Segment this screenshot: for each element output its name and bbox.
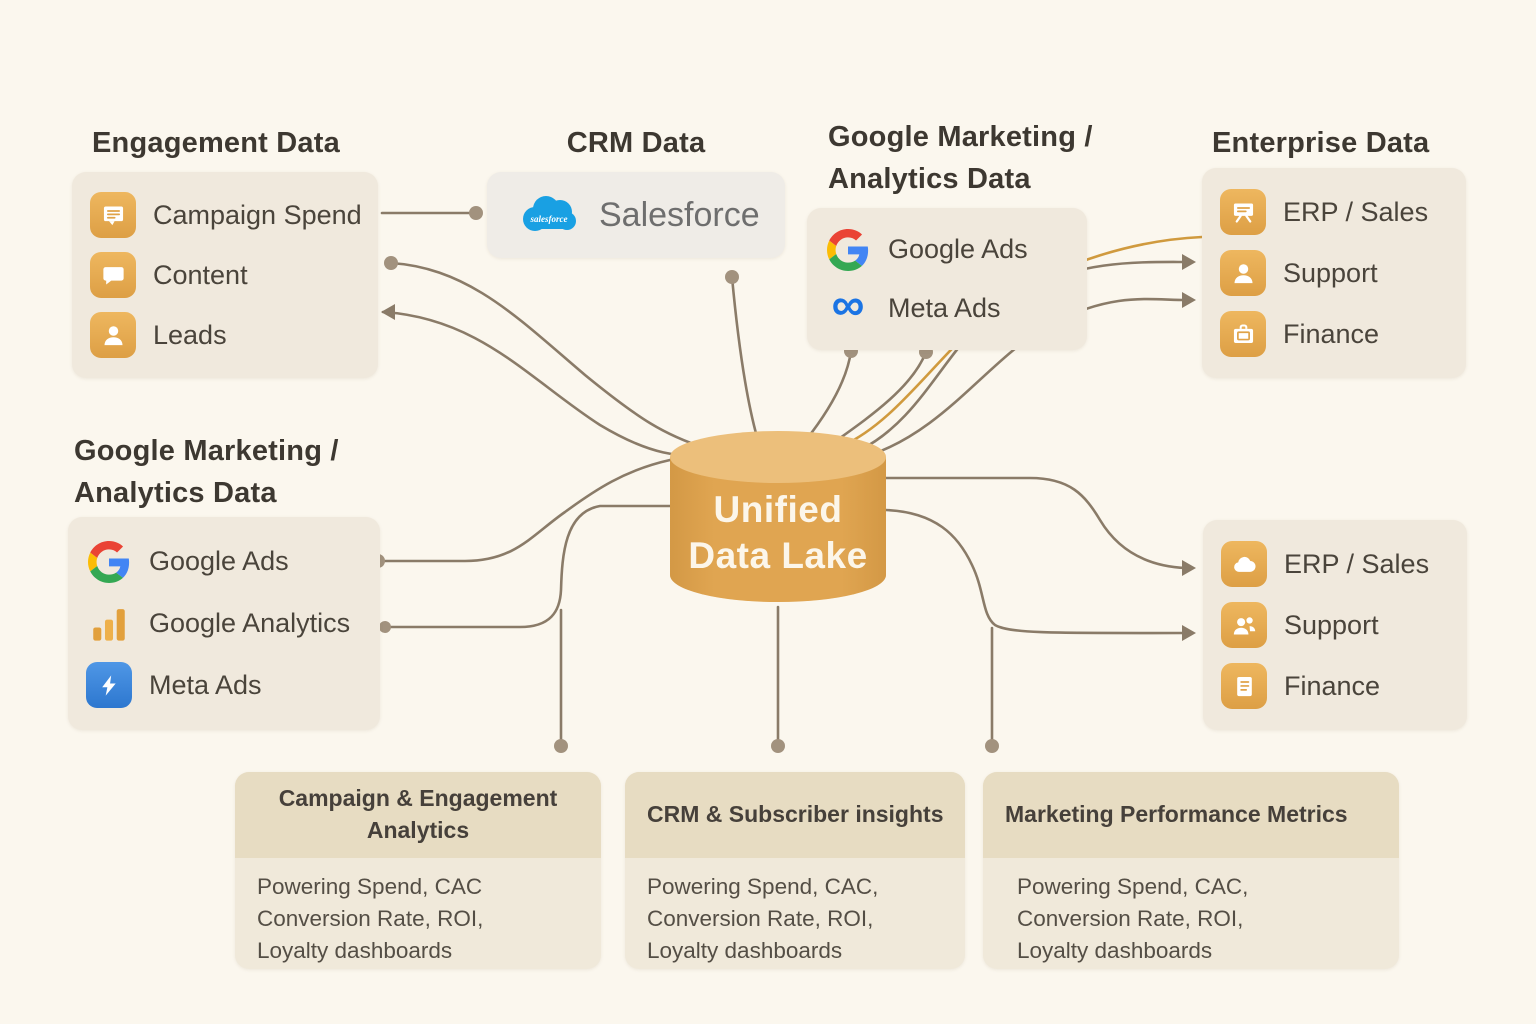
enterprise-row-finance: Finance	[1220, 311, 1456, 357]
enterprise-right-item-label: Support	[1284, 609, 1379, 640]
data-lake-cylinder	[670, 431, 886, 602]
campaign-spend-icon	[90, 192, 136, 238]
engagement-title: Engagement Data	[92, 127, 340, 159]
briefcase-icon	[1220, 311, 1266, 357]
svg-text:salesforce: salesforce	[530, 214, 568, 224]
person-icon	[1220, 250, 1266, 296]
crm-panel: salesforce Salesforce	[487, 172, 785, 258]
google-left-row-meta-ads: Meta Ads	[86, 662, 370, 709]
enterprise-row-erp-sales: ERP / Sales	[1220, 189, 1456, 235]
engagement-panel: Campaign Spend Content Leads	[72, 172, 378, 378]
output-line: Powering Spend, CAC,	[1017, 874, 1249, 899]
cloud-icon	[1221, 541, 1267, 587]
google-marketing-left-title-line1: Google Marketing /	[74, 435, 339, 467]
meta-bolt-icon	[86, 662, 132, 709]
crm-title: CRM Data	[566, 127, 706, 159]
connector-arrowheads	[381, 254, 1196, 641]
salesforce-cloud-icon: salesforce	[515, 191, 583, 239]
connector-lines	[376, 211, 1188, 742]
enterprise-row-support: Support	[1220, 250, 1456, 296]
google-g-icon	[86, 539, 132, 585]
output-crm-subscriber: CRM & Subscriber insights Powering Spend…	[625, 772, 965, 969]
output-line: Loyalty dashboards	[1017, 937, 1213, 963]
engagement-item-label: Campaign Spend	[153, 199, 362, 230]
enterprise-item-label: Support	[1283, 257, 1378, 288]
meta-infinity-icon: ∞	[831, 278, 865, 331]
analytics-bars-icon	[86, 601, 132, 647]
enterprise-right-row-finance: Finance	[1221, 663, 1457, 709]
salesforce-label: Salesforce	[599, 195, 760, 234]
output-title: CRM & Subscriber insights	[625, 772, 965, 858]
output-campaign-engagement: Campaign & Engagement Analytics Powering…	[235, 772, 601, 969]
google-top-row-meta-ads: ∞ Meta Ads	[825, 278, 1077, 331]
leads-icon	[90, 312, 136, 358]
google-top-item-label: Google Ads	[888, 234, 1028, 265]
output-line: Conversion Rate, ROI,	[1017, 905, 1244, 931]
engagement-row-campaign-spend: Campaign Spend	[90, 192, 368, 238]
data-lake-line1: Unified	[713, 489, 843, 530]
output-line: Conversion Rate, ROI,	[647, 905, 874, 931]
google-left-item-label: Google Ads	[149, 546, 289, 577]
output-line: Powering Spend, CAC	[257, 874, 483, 899]
enterprise-panel: ERP / Sales Support Finance	[1202, 168, 1466, 378]
output-marketing-performance: Marketing Performance Metrics Powering S…	[983, 772, 1399, 969]
enterprise-right-item-label: ERP / Sales	[1284, 548, 1430, 579]
output-title: Campaign & Engagement Analytics	[235, 772, 601, 858]
enterprise-right-item-label: Finance	[1284, 670, 1381, 701]
crm-row-salesforce: salesforce Salesforce	[487, 172, 785, 258]
enterprise-right-row-support: Support	[1221, 602, 1457, 648]
google-marketing-top-title-line1: Google Marketing /	[828, 121, 1093, 153]
engagement-row-leads: Leads	[90, 312, 368, 358]
google-marketing-left-title: Google Marketing / Analytics Data	[74, 430, 339, 514]
google-left-item-label: Meta Ads	[149, 669, 262, 700]
google-g-icon	[825, 227, 871, 273]
engagement-item-label: Leads	[153, 319, 227, 350]
engagement-item-label: Content	[153, 259, 248, 290]
enterprise-right-panel: ERP / Sales Support Finance	[1203, 520, 1467, 730]
google-left-item-label: Google Analytics	[149, 608, 351, 638]
content-icon	[90, 252, 136, 298]
google-marketing-top-title-line2: Analytics Data	[828, 163, 1031, 195]
output-line: Loyalty dashboards	[257, 937, 453, 963]
enterprise-right-row-erp-sales: ERP / Sales	[1221, 541, 1457, 587]
google-top-row-google-ads: Google Ads	[825, 227, 1077, 273]
enterprise-item-label: ERP / Sales	[1283, 196, 1429, 227]
google-left-row-google-ads: Google Ads	[86, 539, 370, 585]
output-line: Loyalty dashboards	[647, 937, 843, 963]
enterprise-item-label: Finance	[1283, 318, 1380, 349]
people-icon	[1221, 602, 1267, 648]
google-marketing-left-title-line2: Analytics Data	[74, 477, 277, 509]
output-title: Marketing Performance Metrics	[983, 772, 1399, 858]
google-left-row-google-analytics: Google Analytics	[86, 601, 370, 647]
google-marketing-top-panel: Google Ads ∞ Meta Ads	[807, 208, 1087, 350]
engagement-row-content: Content	[90, 252, 368, 298]
google-top-item-label: Meta Ads	[888, 292, 1001, 323]
data-lake-label: Unified Data Lake	[670, 487, 886, 579]
google-marketing-top-title: Google Marketing / Analytics Data	[828, 116, 1093, 200]
ledger-icon	[1221, 663, 1267, 709]
data-lake-line2: Data Lake	[688, 535, 868, 576]
google-marketing-left-panel: Google Ads Google Analytics Meta Ads	[68, 517, 380, 730]
output-line: Conversion Rate, ROI,	[257, 905, 484, 931]
output-line: Powering Spend, CAC,	[647, 874, 879, 899]
presentation-icon	[1220, 189, 1266, 235]
enterprise-title: Enterprise Data	[1212, 127, 1430, 159]
